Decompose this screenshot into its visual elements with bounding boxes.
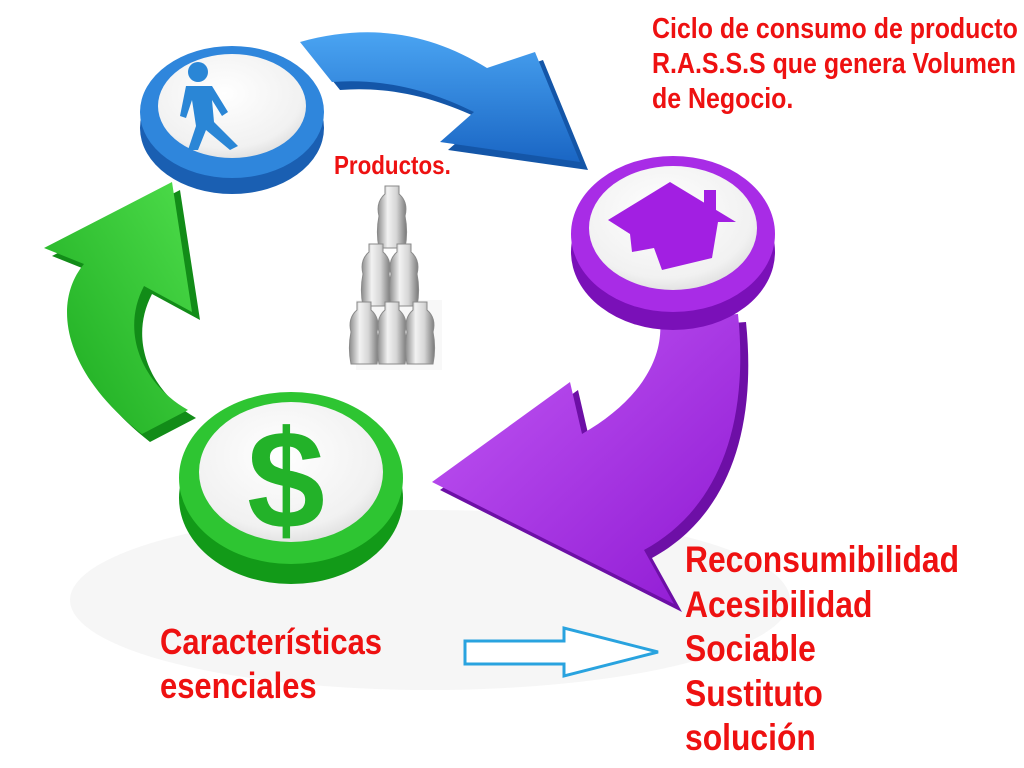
- title-line-3: de Negocio.: [652, 83, 794, 115]
- products-label: Productos.: [334, 150, 451, 180]
- house-icon: [608, 182, 736, 270]
- dollar-icon: $: [247, 401, 325, 558]
- features-label: Características esenciales: [160, 620, 382, 708]
- features-line-2: esenciales: [160, 665, 317, 706]
- attribute-item: Sustituto: [685, 672, 823, 714]
- title-line-1: Ciclo de consumo de producto: [652, 13, 1018, 45]
- title-line-2: R.A.S.S.S que genera Volumen: [652, 48, 1017, 80]
- product-bottle: [377, 301, 407, 365]
- attribute-item: solución: [685, 717, 816, 758]
- green-arrow: [44, 182, 200, 442]
- product-bottle: [349, 301, 379, 365]
- house-stage-disc: [571, 156, 775, 330]
- product-bottle: [377, 185, 407, 249]
- features-line-1: Características: [160, 621, 383, 662]
- product-bottle: [361, 243, 391, 307]
- blue-arrow: [300, 32, 588, 170]
- person-icon: [180, 62, 238, 150]
- attribute-item: Reconsumibilidad: [685, 539, 960, 580]
- attribute-item: Sociable: [685, 628, 816, 669]
- pointer-arrow: [463, 626, 659, 678]
- purple-arrow: [432, 314, 749, 612]
- dollar-stage-disc: $: [179, 392, 403, 584]
- product-bottle: [405, 301, 435, 365]
- product-bottle: [389, 243, 419, 307]
- attributes-list: Reconsumibilidad Acesibilidad Sociable S…: [685, 538, 1004, 761]
- person-stage-disc: [140, 46, 324, 194]
- product-bottle-stack: [349, 185, 442, 370]
- attribute-item: Acesibilidad: [685, 583, 873, 625]
